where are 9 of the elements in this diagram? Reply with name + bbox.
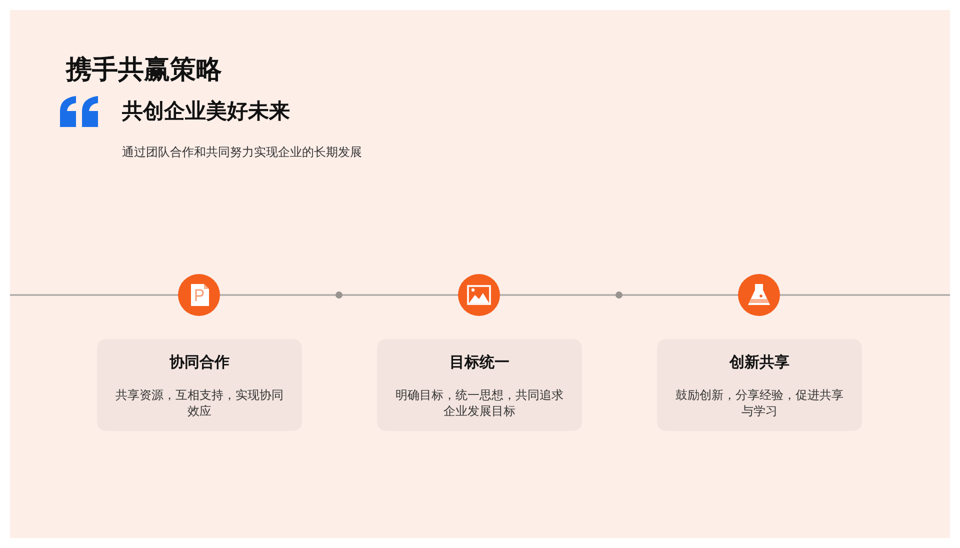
card-text: 共享资源，互相支持，实现协同效应 [115,387,284,419]
description-text: 通过团队合作和共同努力实现企业的长期发展 [122,144,362,161]
card-text: 鼓励创新，分享经验，促进共享与学习 [675,387,844,419]
subtitle: 共创企业美好未来 [122,98,290,125]
card-heading: 目标统一 [448,353,510,372]
slide-title: 携手共赢策略 [66,54,222,87]
card-heading: 协同合作 [168,353,230,372]
card-text: 明确目标，统一思想，共同追求企业发展目标 [395,387,564,419]
card-heading: 创新共享 [728,353,790,372]
